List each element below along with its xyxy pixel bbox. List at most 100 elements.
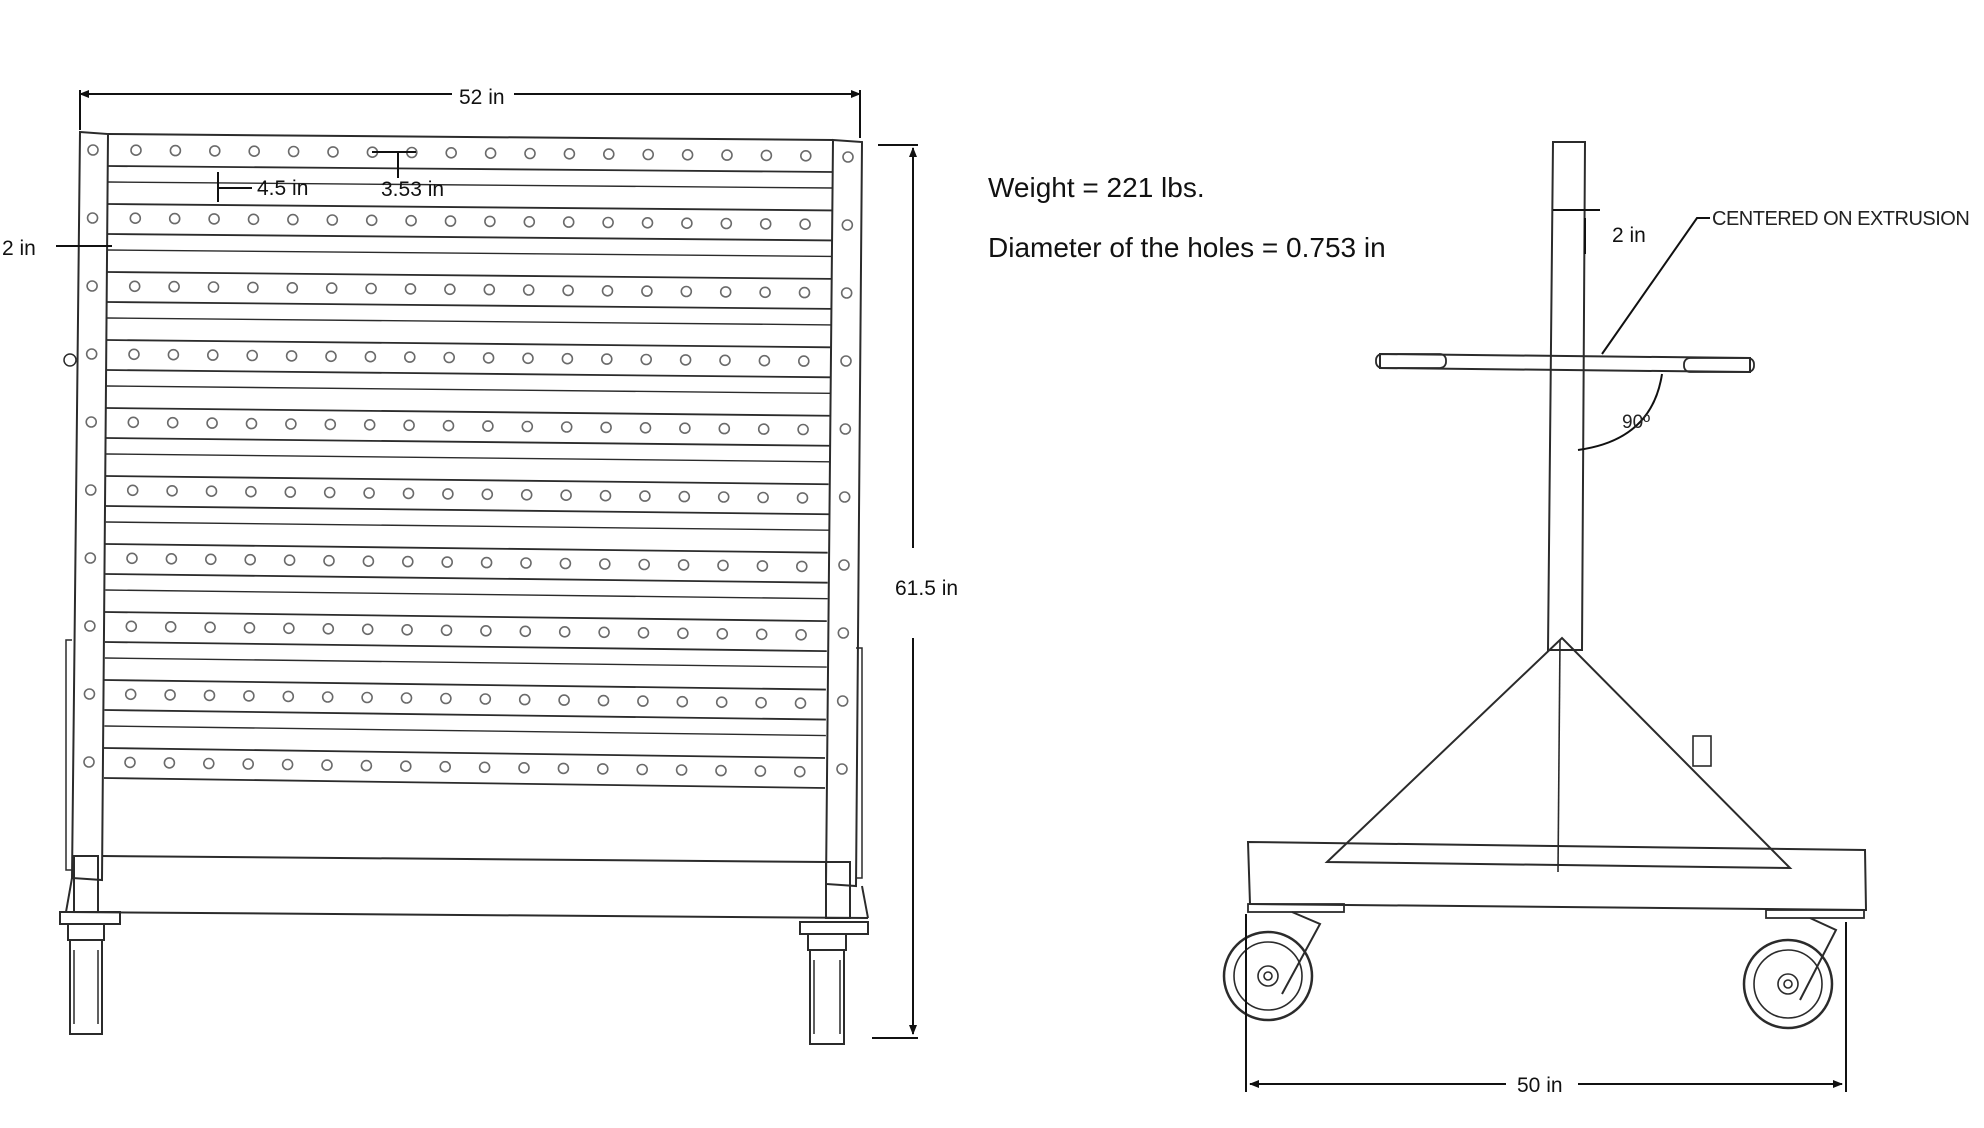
- slat-hole: [442, 488, 454, 500]
- right-upright-hole: [837, 627, 850, 639]
- slat-hole: [715, 764, 727, 777]
- slat-top-line: [107, 271, 832, 280]
- slat-hole: [166, 416, 179, 429]
- slat-gap-line: [106, 385, 831, 395]
- slat-top-line: [103, 747, 826, 759]
- slat-hole: [362, 555, 375, 568]
- slat-hole: [286, 281, 299, 294]
- slat-hole: [283, 622, 295, 635]
- left-upright-hole: [87, 144, 99, 156]
- slat-top-line: [106, 407, 830, 417]
- slat-hole: [676, 695, 689, 708]
- slat-hole: [598, 626, 610, 639]
- slat-hole: [128, 280, 141, 293]
- slat-hole: [755, 696, 767, 709]
- slat-top-line: [104, 679, 826, 691]
- slat-hole: [203, 757, 215, 770]
- right-upright-hole: [840, 287, 853, 299]
- slat-hole: [283, 554, 296, 567]
- slat-hole: [124, 756, 136, 769]
- slat-hole: [444, 215, 457, 227]
- slat-hole: [363, 418, 376, 431]
- width-dimension: 52 in: [79, 82, 861, 138]
- slat-hole: [675, 764, 688, 776]
- slat-hole: [125, 620, 138, 633]
- slat-hole: [639, 421, 652, 434]
- slat-hole: [559, 557, 572, 570]
- slat-hole: [248, 145, 260, 157]
- left-upright-hole: [86, 212, 99, 224]
- slat-hole: [796, 492, 809, 504]
- slat-gap-line: [107, 249, 833, 258]
- slat-hole: [399, 760, 412, 773]
- slat-hole: [793, 765, 806, 778]
- base-width-dimension: 50 in: [1245, 914, 1847, 1097]
- slat-hole: [797, 423, 809, 436]
- specs: Weight = 221 lbs. Diameter of the holes …: [988, 172, 1386, 263]
- slat-hole: [518, 693, 531, 706]
- slat-hole: [445, 147, 458, 159]
- left-upright-hole: [86, 280, 98, 292]
- slat-hole: [599, 489, 612, 502]
- slat-hole: [754, 765, 767, 777]
- post-width-dim-label: 2 in: [1612, 224, 1646, 247]
- slat-hole: [758, 354, 771, 367]
- callout-text: CENTERED ON EXTRUSION: [1712, 208, 1969, 230]
- slat-bottom-line: [105, 505, 829, 516]
- slat-hole: [519, 625, 532, 638]
- slat-hole: [444, 283, 456, 296]
- slat-bottom-line: [103, 777, 826, 789]
- slat-hole: [484, 147, 497, 159]
- slat-hole: [602, 148, 615, 160]
- slat-gap-line: [107, 317, 832, 326]
- slat-hole: [681, 149, 694, 161]
- front-view: 52 in 61.5 in 2 in 4.5 in 3.53 in: [2, 82, 958, 1045]
- slat-hole: [207, 349, 219, 361]
- slat-hole: [364, 350, 377, 363]
- slat-hole: [441, 556, 454, 568]
- slat-hole: [403, 351, 416, 363]
- slat-hole: [798, 286, 811, 299]
- slat-hole: [483, 283, 496, 296]
- slat-bottom-line: [105, 573, 828, 584]
- slat-hole: [719, 354, 731, 367]
- slat-gap-line: [104, 725, 826, 737]
- slat-hole: [207, 281, 220, 293]
- slat-hole: [402, 487, 415, 500]
- slat-hole: [480, 624, 492, 637]
- slat-hole: [245, 485, 257, 498]
- slat-hole: [124, 688, 137, 701]
- slat-hole: [325, 350, 337, 363]
- slat-hole: [479, 693, 492, 705]
- slat-hole: [561, 352, 574, 365]
- slat-gap-line: [105, 589, 828, 600]
- slat-top-line: [105, 543, 828, 554]
- slat-top-line: [106, 339, 831, 349]
- slat-hole: [163, 757, 176, 769]
- right-upright-hole: [838, 559, 850, 571]
- slat-hole: [521, 420, 534, 433]
- slat-hole: [715, 696, 728, 709]
- slat-hole: [637, 695, 649, 707]
- slat-hole: [524, 147, 536, 160]
- slat-hole: [598, 558, 611, 570]
- slat-hole: [799, 218, 811, 230]
- slat-hole: [326, 214, 339, 226]
- width-dim-label: 52 in: [459, 86, 505, 109]
- angle-label: 90º: [1622, 412, 1650, 433]
- slat-hole: [439, 760, 452, 773]
- side-view: 2 in CENTERED ON EXTRUSION 90º 50 in: [1222, 141, 1970, 1097]
- slat-hole: [208, 213, 220, 225]
- slat-gap-line: [106, 453, 830, 463]
- slat-hole: [680, 285, 693, 298]
- slat-hole: [717, 559, 729, 572]
- base-width-dim-label: 50 in: [1517, 1074, 1563, 1097]
- slat-hole: [717, 491, 730, 503]
- slat-hole: [128, 348, 140, 361]
- slat-hole: [205, 553, 217, 566]
- slat-hole: [167, 348, 180, 361]
- slat-hole: [677, 627, 689, 640]
- slat-hole: [484, 215, 496, 228]
- slat-hole: [405, 214, 417, 227]
- slat-bottom-line: [106, 369, 831, 379]
